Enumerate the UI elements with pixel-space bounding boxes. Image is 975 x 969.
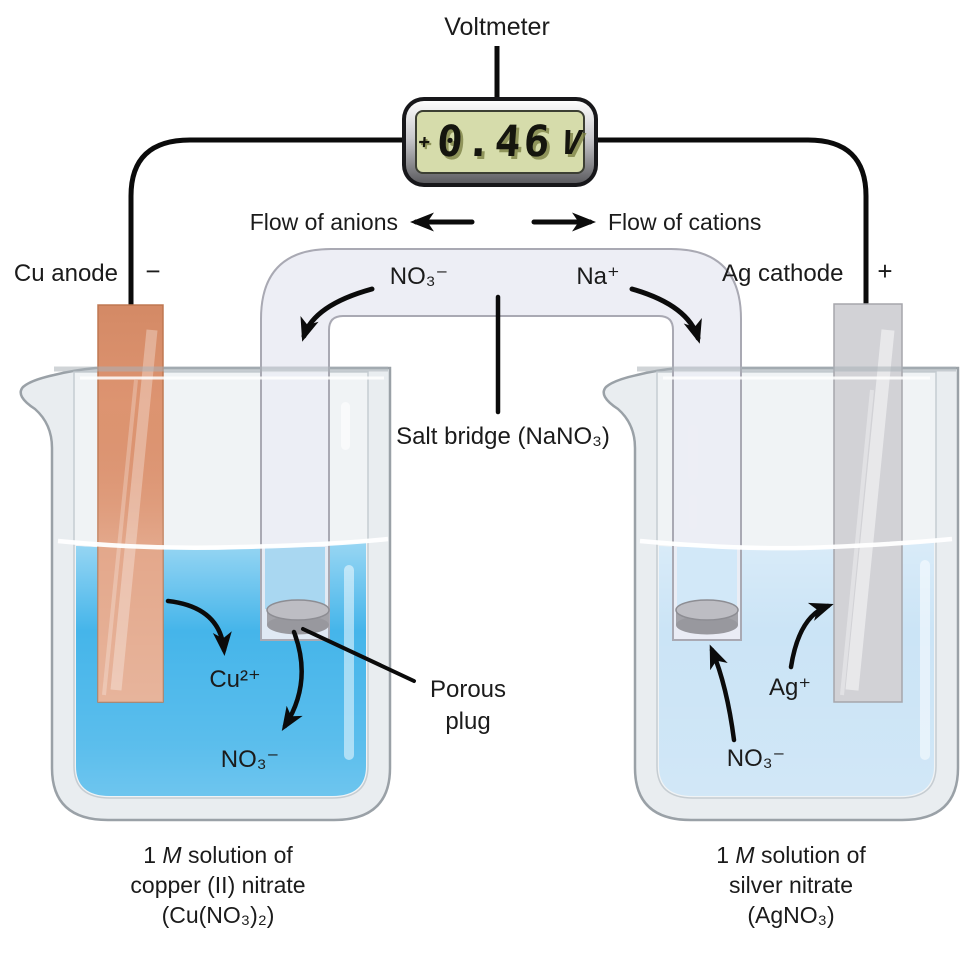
voltmeter-sign: +: [417, 131, 431, 153]
left-caption-line2: copper (II) nitrate: [130, 872, 306, 898]
copper-electrode: [97, 304, 164, 703]
flow-of-anions-label: Flow of anions: [249, 209, 398, 235]
cathode-plus-sign: +: [877, 256, 893, 286]
bridge-cation-label: Na⁺: [576, 263, 620, 290]
anode-minus-sign: −: [145, 256, 161, 286]
right-glass-highlight: [920, 560, 930, 760]
left-caption-line3: (Cu(NO₃)₂): [161, 902, 275, 928]
left-glass-highlight: [344, 565, 354, 760]
circuit-wires: [128, 46, 869, 312]
right-nitrate-arrow: [709, 644, 737, 743]
tube-left-leg-solution: [265, 547, 325, 609]
annotations: [165, 212, 834, 743]
porous-plug-left: [266, 599, 330, 635]
silver-ion-arrow: [788, 602, 834, 670]
glass-overlays: [54, 366, 956, 551]
cu-anode-label: Cu anode: [13, 260, 118, 287]
left-nitrate-arrow: [281, 629, 304, 732]
voltmeter-label: Voltmeter: [444, 13, 550, 41]
right-caption-line2: silver nitrate: [729, 872, 853, 898]
bridge-cation-arrow: [629, 286, 702, 344]
copper-ion-arrow: [165, 598, 232, 656]
silver-ion-label: Ag⁺: [768, 674, 812, 701]
voltmeter-value: 0.46: [435, 117, 555, 167]
wire-left: [128, 137, 403, 312]
left-glass-highlight-small: [341, 402, 350, 450]
voltmeter-unit: V: [560, 122, 583, 162]
left-waterline: [57, 536, 389, 550]
salt-bridge-label: Salt bridge (NaNO₃): [396, 423, 610, 450]
flow-of-cations-label: Flow of cations: [608, 209, 762, 235]
porous-plug-label: Porous plug: [429, 676, 507, 735]
porous-plug-right: [675, 599, 739, 635]
left-beaker: [19, 366, 392, 822]
right-beaker-caption: 1 M solution of silver nitrate (AgNO₃): [666, 840, 916, 930]
copper-ion-label: Cu²⁺: [209, 666, 261, 693]
bridge-anion-label: NO₃⁻: [389, 263, 449, 290]
right-waterline: [639, 536, 953, 551]
left-nitrate-ion-label: NO₃⁻: [220, 746, 280, 773]
tube-right-leg-solution: [677, 547, 737, 609]
voltmeter: [402, 97, 598, 187]
wire-right: [597, 137, 869, 311]
bridge-anion-arrow: [300, 286, 375, 342]
right-nitrate-ion-label: NO₃⁻: [726, 745, 786, 772]
voltmeter-screen: [415, 110, 585, 174]
silver-electrode: [833, 303, 903, 703]
left-caption-line1: 1 M solution of: [143, 842, 293, 868]
left-beaker-caption: 1 M solution of copper (II) nitrate (Cu(…: [88, 840, 348, 930]
ag-cathode-label: Ag cathode: [722, 260, 844, 287]
right-caption-line3: (AgNO₃): [747, 902, 835, 928]
right-caption-line1: 1 M solution of: [716, 842, 866, 868]
porous-plug-pointer-line: [301, 627, 416, 683]
